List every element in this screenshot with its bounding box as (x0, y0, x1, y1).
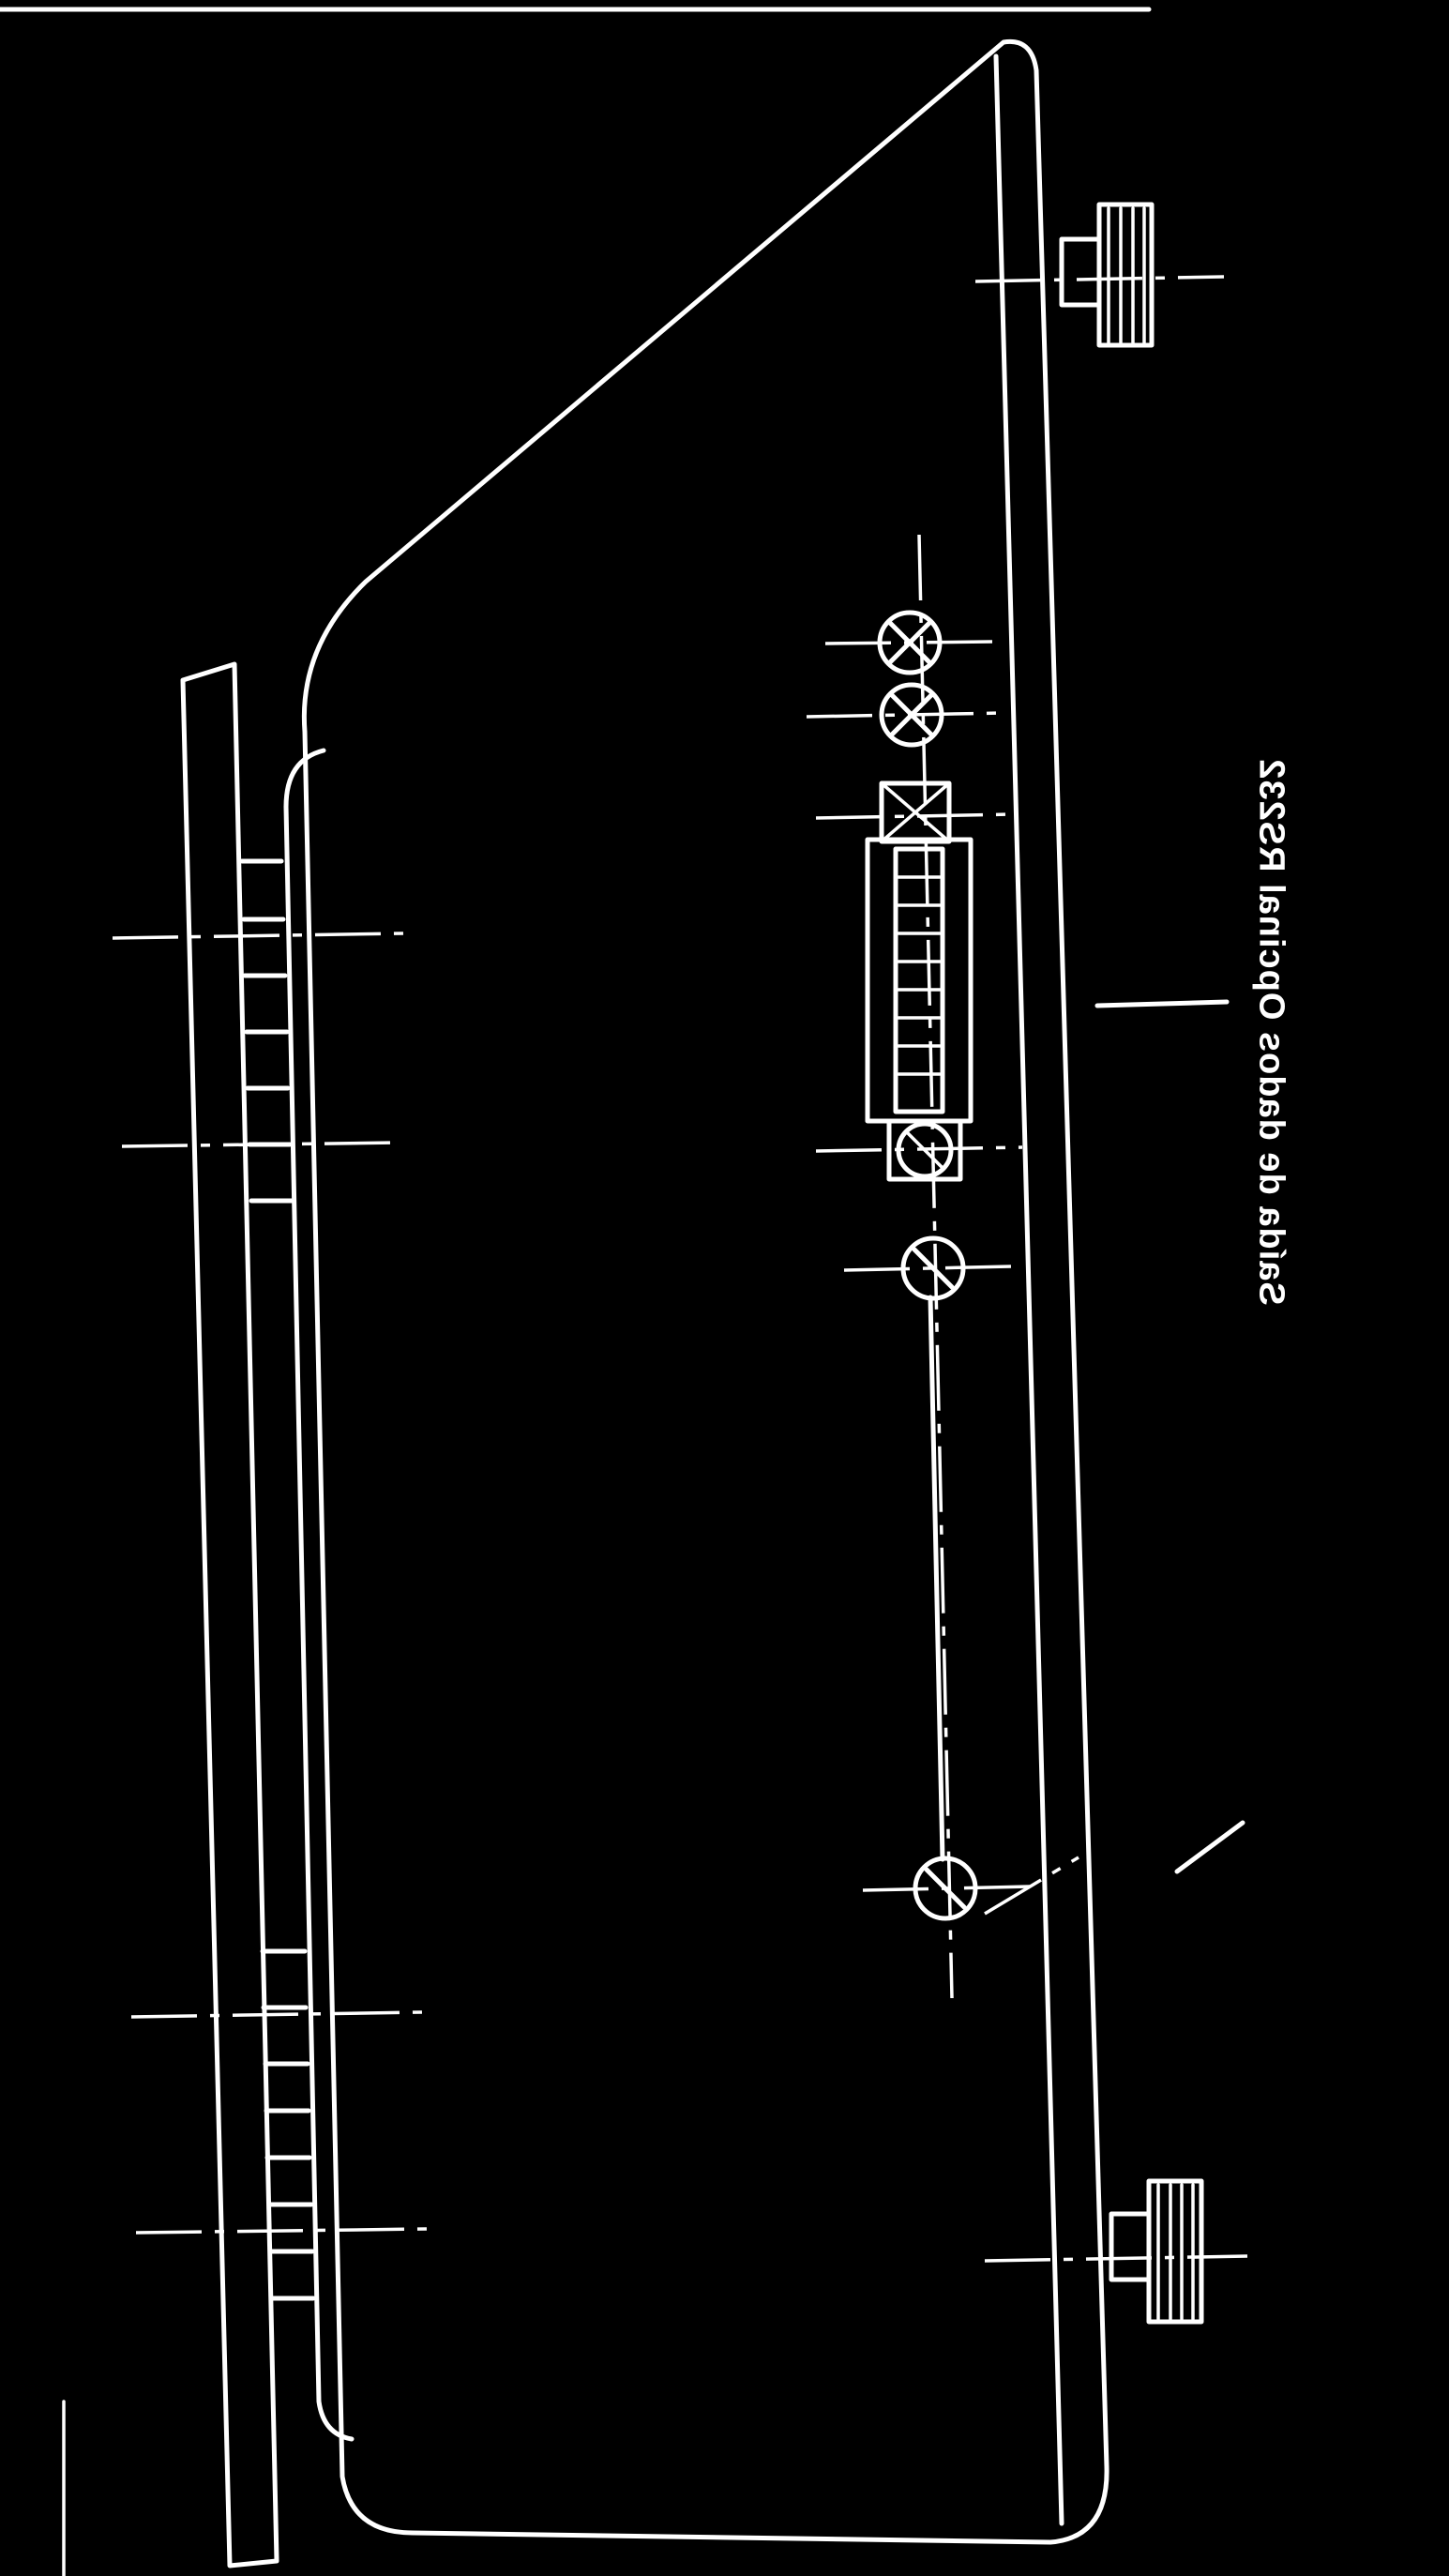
lower-mounting-screw (984, 2178, 1248, 2325)
upper-mounting-screw (974, 202, 1225, 348)
connector-axis (917, 534, 954, 1999)
caption-label: Saída de dados Opcinal RS232 (1251, 758, 1291, 1306)
connector-hole-3 (843, 1235, 1014, 1301)
connector-hole-2 (806, 682, 1004, 748)
db-connector-body (815, 780, 1023, 1182)
housing-outer-outline (301, 38, 1109, 2545)
connector-rod (928, 1295, 945, 1862)
rail-ladder-lower (260, 1948, 316, 2301)
dimension-tick-lower (1174, 1820, 1245, 1874)
connector-hole-4 (862, 1856, 1033, 1921)
side-flange (283, 748, 355, 2442)
front-rail (180, 661, 279, 2568)
dimension-tick-lower-dash (984, 1856, 1079, 1916)
rail-center-lines (112, 932, 428, 2235)
housing-inner-edge (993, 53, 1064, 2526)
connector-hole-1 (824, 610, 995, 675)
rail-ladder-upper (239, 858, 294, 1204)
dimension-tick-upper (1094, 999, 1230, 1008)
